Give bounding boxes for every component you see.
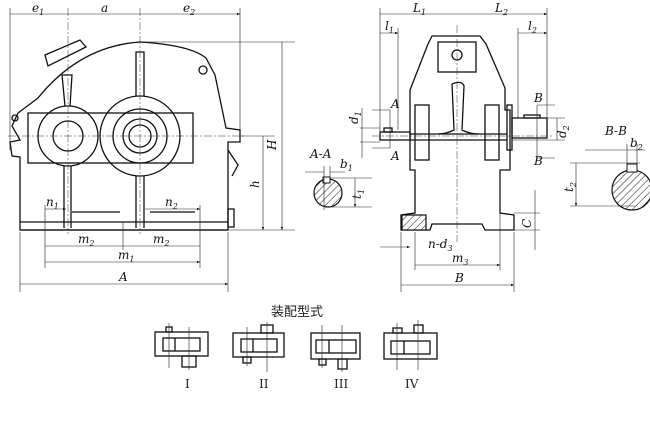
assembly-label-4: IV <box>405 377 419 391</box>
front-view: e1 a e2 H h n1 n2 m2 m2 m1 A <box>8 1 295 292</box>
dim-m1: m1 <box>118 248 134 264</box>
side-view: L1 L2 l1 l2 d1 d2 A A B B C n-d3 m3 B <box>347 1 571 292</box>
dim-d2: d2 <box>555 125 571 138</box>
section-a-a: A-A b1 t1 <box>305 147 372 210</box>
assembly-title: 装配型式 <box>271 305 323 320</box>
assembly-label-2: II <box>259 377 269 391</box>
assembly-label-1: I <box>185 377 190 391</box>
dim-e1: e1 <box>32 1 44 17</box>
assembly-type-4: IV <box>383 320 438 391</box>
dim-n-d3: n-d3 <box>428 237 453 253</box>
dim-m2-left: m2 <box>78 232 94 248</box>
section-b-b: B-B b2 t2 <box>562 124 650 211</box>
dim-B: B <box>454 271 464 285</box>
dim-m3: m3 <box>452 251 468 267</box>
assembly-types: 装配型式 I II III IV <box>154 305 438 391</box>
section-a-a-title: A-A <box>309 147 332 161</box>
dim-t1: t1 <box>350 189 366 199</box>
dim-n2: n2 <box>165 195 178 211</box>
assembly-type-1: I <box>154 323 209 391</box>
dim-e2: e2 <box>183 1 195 17</box>
dim-H: H <box>265 139 279 151</box>
dim-L1: L1 <box>412 1 426 17</box>
section-mark-a-bottom: A <box>390 149 400 163</box>
dim-b1: b1 <box>340 157 353 173</box>
dim-t2: t2 <box>562 182 578 192</box>
assembly-label-3: III <box>334 377 348 391</box>
dim-a: a <box>101 1 108 15</box>
dim-h: h <box>248 180 262 188</box>
section-mark-b-top: B <box>533 91 543 105</box>
dim-L2: L2 <box>494 1 508 17</box>
dim-d1: d1 <box>347 111 363 124</box>
assembly-type-3: III <box>310 325 361 391</box>
dim-A: A <box>118 270 128 284</box>
dim-C: C <box>520 219 534 228</box>
dim-m2-right: m2 <box>153 232 169 248</box>
dim-l2: l2 <box>528 19 537 35</box>
section-mark-a-top: A <box>390 97 400 111</box>
dim-b2: b2 <box>630 136 643 152</box>
dim-l1: l1 <box>385 19 394 35</box>
section-mark-b-bottom: B <box>533 154 543 168</box>
section-b-b-title: B-B <box>604 124 627 138</box>
dim-n1: n1 <box>46 195 59 211</box>
assembly-type-2: II <box>232 322 285 391</box>
